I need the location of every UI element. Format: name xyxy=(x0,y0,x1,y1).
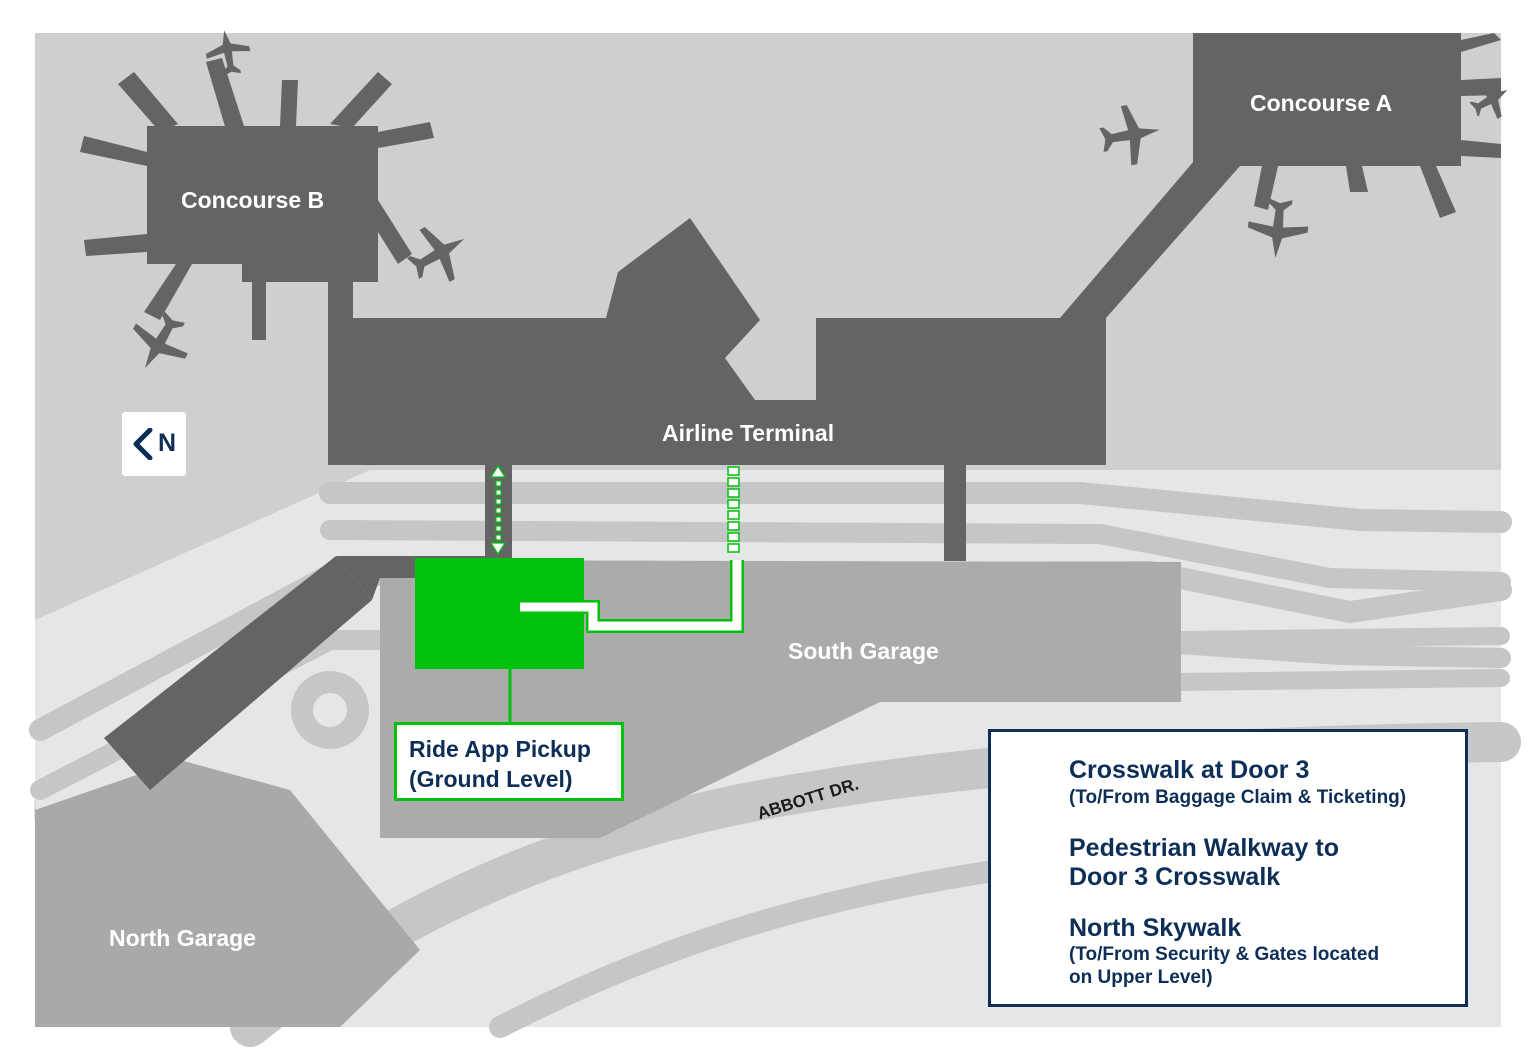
pickup-subtitle: (Ground Level) xyxy=(409,766,573,792)
north-garage-label: North Garage xyxy=(109,925,256,951)
airline-terminal-building xyxy=(328,218,1106,465)
legend-walkway-title: Pedestrian Walkway to xyxy=(1069,834,1339,862)
airplane-icon xyxy=(1099,105,1160,166)
legend-skywalk-sub-2: on Upper Level) xyxy=(1069,967,1213,988)
airplane-icon xyxy=(1469,81,1508,119)
legend-crosswalk-title: Crosswalk at Door 3 xyxy=(1069,756,1310,784)
legend-walkway-title-2: Door 3 Crosswalk xyxy=(1069,863,1281,891)
south-garage-label: South Garage xyxy=(788,638,939,664)
north-skywalk xyxy=(489,464,507,556)
chevron-left-icon xyxy=(133,428,153,460)
legend-skywalk-title: North Skywalk xyxy=(1069,914,1242,942)
roundabout xyxy=(291,671,369,749)
concourse-b xyxy=(147,126,378,340)
crosswalk-door-3 xyxy=(727,466,740,553)
airplane-icon xyxy=(1247,198,1309,258)
legend-skywalk-sub-1: (To/From Security & Gates located xyxy=(1069,944,1380,965)
legend-crosswalk-sub: (To/From Baggage Claim & Ticketing) xyxy=(1069,787,1407,808)
pickup-title: Ride App Pickup xyxy=(409,736,591,762)
ride-app-pickup-callout: Ride App Pickup (Ground Level) xyxy=(394,722,624,801)
airplane-icon xyxy=(133,310,188,368)
north-label: N xyxy=(158,429,177,457)
north-indicator: N xyxy=(122,412,186,476)
concourse-a-arm xyxy=(1060,140,1240,318)
pedestrian-walkway xyxy=(520,560,744,633)
airplane-icon xyxy=(205,30,251,77)
airplane-icon xyxy=(406,227,464,282)
map-legend: Crosswalk at Door 3 (To/From Baggage Cla… xyxy=(988,729,1468,1007)
concourse-a-label: Concourse A xyxy=(1250,90,1393,116)
north-garage xyxy=(35,760,420,1027)
north-garage-bridge xyxy=(104,556,372,790)
concourse-a xyxy=(1193,33,1461,166)
concourse-b-label: Concourse B xyxy=(181,187,325,213)
airline-terminal-label: Airline Terminal xyxy=(662,420,835,446)
